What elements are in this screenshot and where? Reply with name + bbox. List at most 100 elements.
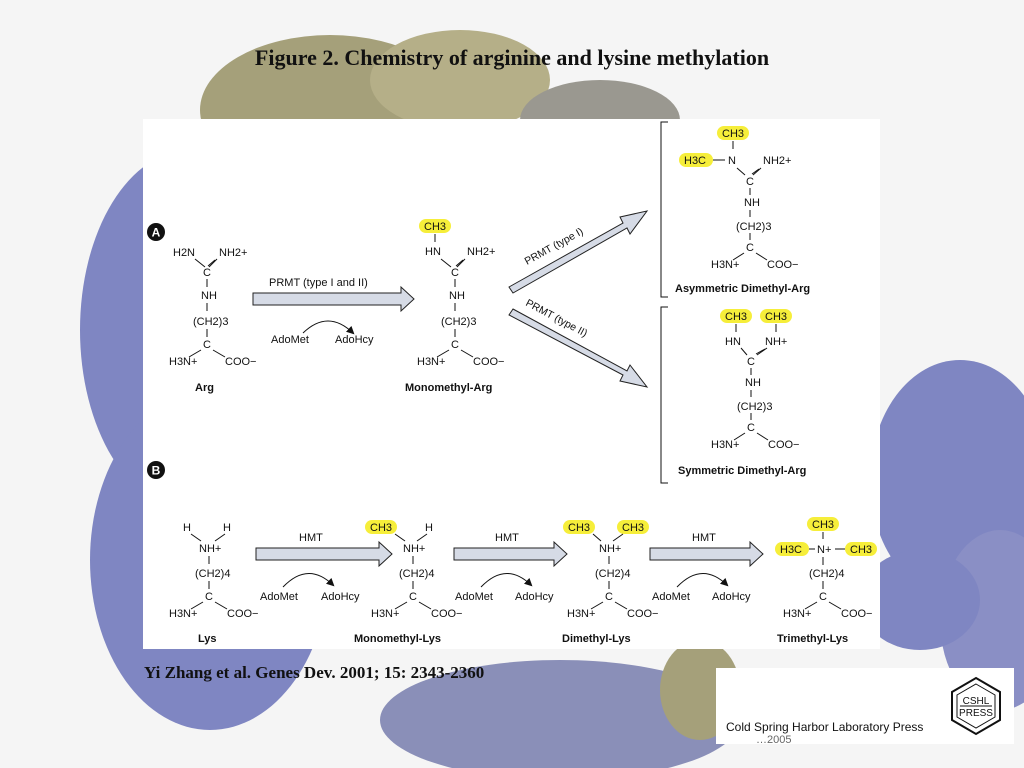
dimethyl-lys-structure: CH3 CH3 NH+ (CH2)4 C H3N+ COO− Dimethyl-…: [562, 520, 658, 645]
prmt-enzyme-label: PRMT (type I and II): [269, 277, 368, 289]
panel-b-label: B: [147, 461, 165, 479]
tri-lys-alpha-c: C: [819, 591, 827, 603]
arg-name: Arg: [195, 382, 214, 394]
arg-alpha-c: C: [203, 339, 211, 351]
page-title: Figure 2. Chemistry of arginine and lysi…: [254, 45, 770, 70]
hmt-arrow-2: HMT AdoMet AdoHcy: [453, 532, 568, 603]
tri-lys-amino: H3N+: [783, 608, 811, 620]
arg-amine-right: NH2+: [219, 247, 247, 259]
svg-text:HMT: HMT: [692, 532, 716, 544]
partial-footer-text: …2005: [756, 734, 792, 746]
lys-nh: NH+: [199, 543, 221, 555]
di-lys-ch3-left: CH3: [568, 522, 590, 534]
di-lys-chain: (CH2)4: [595, 568, 630, 580]
mono-arg-carboxyl: COO−: [473, 356, 504, 368]
di-lys-nh: NH+: [599, 543, 621, 555]
asymmetric-dimethyl-arg-structure: CH3 H3C N NH2+ C NH (CH2)3 C H3N+ COO− A…: [675, 126, 810, 295]
mono-arg-chain: (CH2)3: [441, 316, 476, 328]
di-lys-amino: H3N+: [567, 608, 595, 620]
prmt-arrow-1: PRMT (type I and II) AdoMet AdoHcy: [252, 277, 415, 346]
sym-ch3-right: CH3: [765, 311, 787, 323]
trimethyl-lys-structure: CH3 H3C N+ CH3 (CH2)4 C H3N+ COO− Trimet…: [775, 517, 877, 645]
asym-amino: H3N+: [711, 259, 739, 271]
adohcy-label: AdoHcy: [335, 334, 374, 346]
sym-alpha-c: C: [747, 422, 755, 434]
mono-lys-chain: (CH2)4: [399, 568, 434, 580]
mono-arg-ch3: CH3: [424, 221, 446, 233]
asym-ch3-top: CH3: [722, 128, 744, 140]
hmt-arrow-3: HMT AdoMet AdoHcy: [649, 532, 764, 603]
svg-text:AdoMet: AdoMet: [652, 591, 690, 603]
asym-name: Asymmetric Dimethyl-Arg: [675, 283, 810, 295]
svg-text:AdoHcy: AdoHcy: [712, 591, 751, 603]
mono-arg-name: Monomethyl-Arg: [405, 382, 492, 394]
tri-lys-h3c: H3C: [780, 544, 802, 556]
monomethyl-arg-structure: CH3 HN NH2+ C NH (CH2)3 C H3N+ COO− Mono…: [405, 219, 504, 394]
mono-arg-nh2: NH2+: [467, 246, 495, 258]
arg-nh: NH: [201, 290, 217, 302]
hmt-arrow-1: HMT AdoMet AdoHcy: [255, 532, 393, 603]
sym-chain: (CH2)3: [737, 401, 772, 413]
bracket-bottom: [660, 306, 668, 484]
sym-ch3-left: CH3: [725, 311, 747, 323]
asym-chain: (CH2)3: [736, 221, 771, 233]
sym-nh2: NH: [745, 377, 761, 389]
lys-carboxyl: COO−: [227, 608, 258, 620]
tri-lys-ch3-right: CH3: [850, 544, 872, 556]
svg-text:AdoMet: AdoMet: [455, 591, 493, 603]
prmt-type2-arrow: PRMT (type II): [508, 297, 649, 388]
sym-hn: HN: [725, 336, 741, 348]
lys-alpha-c: C: [205, 591, 213, 603]
adomet-label: AdoMet: [271, 334, 309, 346]
bracket-top: [660, 121, 668, 298]
prmt-type1-arrow: PRMT (type I): [508, 210, 649, 294]
sym-carbon: C: [747, 356, 755, 368]
asym-carboxyl: COO−: [767, 259, 798, 271]
lys-chain: (CH2)4: [195, 568, 230, 580]
arg-amine-left: H2N: [173, 247, 195, 259]
sym-carboxyl: COO−: [768, 439, 799, 451]
svg-text:AdoMet: AdoMet: [260, 591, 298, 603]
asym-alpha-c: C: [746, 242, 754, 254]
tri-lys-carboxyl: COO−: [841, 608, 872, 620]
mono-lys-nh: NH+: [403, 543, 425, 555]
svg-text:HMT: HMT: [495, 532, 519, 544]
asym-carbon: C: [746, 176, 754, 188]
mono-arg-hn: HN: [425, 246, 441, 258]
tri-lys-n: N+: [817, 544, 831, 556]
sym-nh: NH+: [765, 336, 787, 348]
sym-name: Symmetric Dimethyl-Arg: [678, 465, 806, 477]
monomethyl-lys-structure: CH3 H NH+ (CH2)4 C H3N+ COO− Monomethyl-…: [354, 520, 462, 645]
svg-text:CSHL: CSHL: [963, 696, 990, 707]
lys-amino: H3N+: [169, 608, 197, 620]
svg-text:PRESS: PRESS: [959, 708, 993, 719]
mono-lys-ch3: CH3: [370, 522, 392, 534]
asym-h3c: H3C: [684, 155, 706, 167]
sym-amino: H3N+: [711, 439, 739, 451]
mono-arg-nh: NH: [449, 290, 465, 302]
mono-lys-h: H: [425, 522, 433, 534]
methylation-diagram: A H2N NH2+ C NH (CH2)3 C H3N+ COO− Arg P…: [147, 121, 877, 645]
tri-lys-chain: (CH2)4: [809, 568, 844, 580]
asym-n: N: [728, 155, 736, 167]
figure-panel: A H2N NH2+ C NH (CH2)3 C H3N+ COO− Arg P…: [143, 119, 880, 649]
asym-nh2: NH2+: [763, 155, 791, 167]
asym-nh: NH: [744, 197, 760, 209]
mono-lys-carboxyl: COO−: [431, 608, 462, 620]
arg-carbon: C: [203, 267, 211, 279]
mono-lys-alpha-c: C: [409, 591, 417, 603]
tri-lys-ch3-top: CH3: [812, 519, 834, 531]
arg-structure: H2N NH2+ C NH (CH2)3 C H3N+ COO− Arg: [169, 247, 256, 394]
di-lys-ch3-right: CH3: [622, 522, 644, 534]
publisher-name: Cold Spring Harbor Laboratory Press: [726, 720, 924, 734]
di-lys-alpha-c: C: [605, 591, 613, 603]
arg-carboxyl: COO−: [225, 356, 256, 368]
mono-lys-name: Monomethyl-Lys: [354, 633, 441, 645]
svg-text:AdoHcy: AdoHcy: [321, 591, 360, 603]
lys-h2: H: [223, 522, 231, 534]
citation: Yi Zhang et al. Genes Dev. 2001; 15: 234…: [144, 663, 485, 682]
svg-text:B: B: [152, 464, 161, 478]
di-lys-carboxyl: COO−: [627, 608, 658, 620]
mono-lys-amino: H3N+: [371, 608, 399, 620]
svg-text:AdoHcy: AdoHcy: [515, 591, 554, 603]
